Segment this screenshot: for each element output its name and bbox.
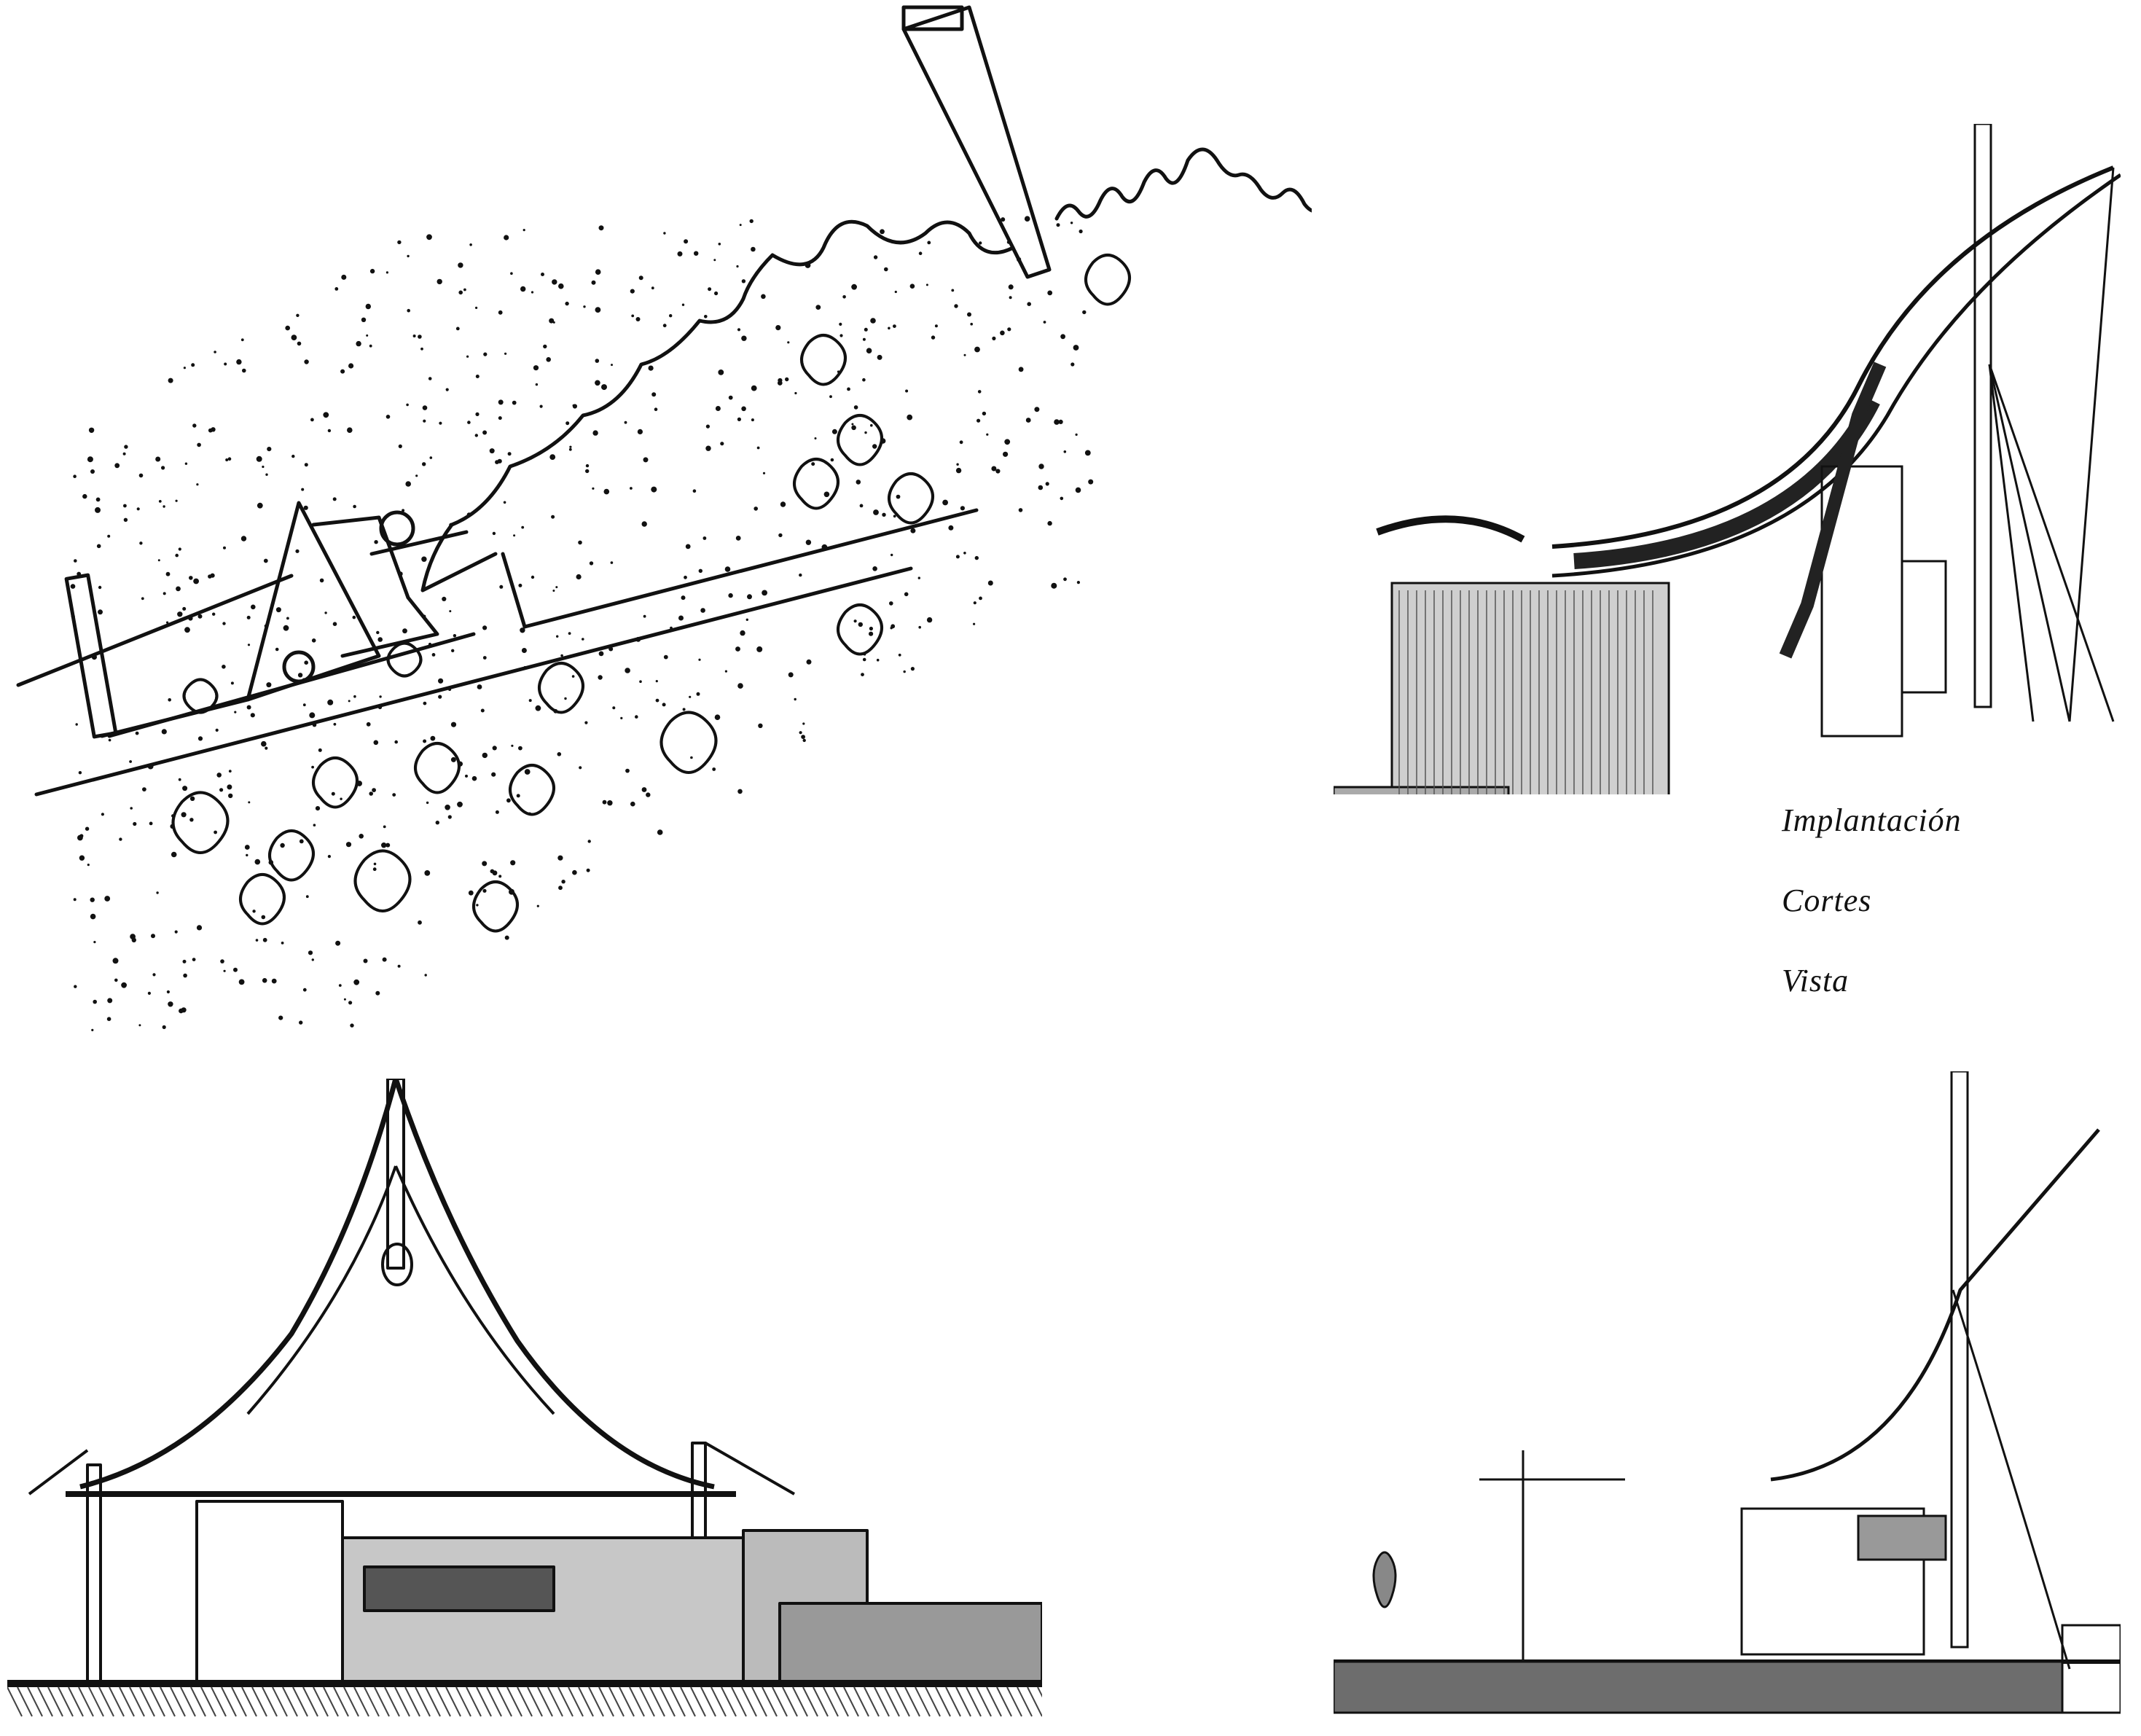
caption-sections: Cortes [1782, 883, 1872, 918]
site-plan-drawing [0, 0, 1312, 1049]
front-elevation-drawing [7, 1079, 1042, 1720]
caption-view: Vista [1782, 963, 1850, 998]
caption-site-plan: Implantación [1782, 802, 1962, 838]
side-section-drawing-bottom [1334, 1071, 2121, 1727]
side-section-drawing-top [1334, 124, 2121, 794]
